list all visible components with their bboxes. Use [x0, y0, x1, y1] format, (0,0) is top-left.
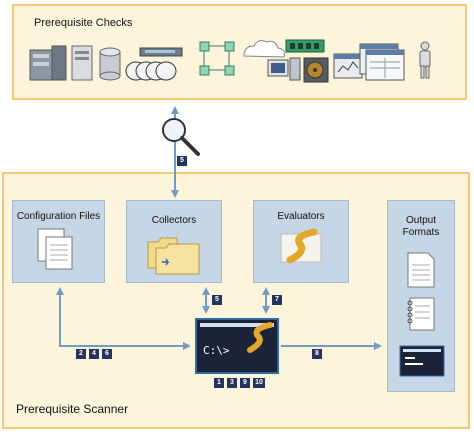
configuration-files-box: Configuration Files	[12, 200, 105, 283]
configuration-files-label: Configuration Files	[16, 211, 101, 222]
output-step-badge: 8	[312, 349, 322, 359]
console-step-badge: 10	[253, 378, 265, 388]
evaluators-label: Evaluators	[277, 211, 325, 222]
collectors-step-badge: 5	[212, 295, 222, 305]
prerequisite-checks-panel: Prerequisite Checks	[12, 4, 467, 100]
console-step-badge: 1	[214, 378, 224, 388]
output-formats-label-line1: Output	[405, 215, 437, 226]
console-title-bar	[200, 323, 274, 327]
search-step-badge: 5	[177, 156, 187, 166]
output-formats-label-line2: Formats	[402, 227, 440, 238]
evaluators-box: Evaluators	[253, 200, 349, 283]
prerequisite-checks-title: Prerequisite Checks	[34, 17, 133, 29]
collectors-box: Collectors	[126, 200, 222, 283]
config-step-badge: 6	[102, 349, 112, 359]
console-step-badge: 9	[240, 378, 250, 388]
config-step-badge: 2	[76, 349, 86, 359]
collectors-label: Collectors	[151, 215, 197, 226]
magnifier-icon	[162, 118, 200, 156]
prerequisite-scanner-title: Prerequisite Scanner	[16, 402, 129, 416]
output-formats-box: Output Formats	[387, 200, 455, 392]
console-prompt: C:\>	[203, 344, 230, 357]
evaluators-step-badge: 7	[272, 295, 282, 305]
config-step-badge: 4	[89, 349, 99, 359]
scanner-console: C:\>	[195, 318, 279, 374]
console-step-badge: 3	[227, 378, 237, 388]
